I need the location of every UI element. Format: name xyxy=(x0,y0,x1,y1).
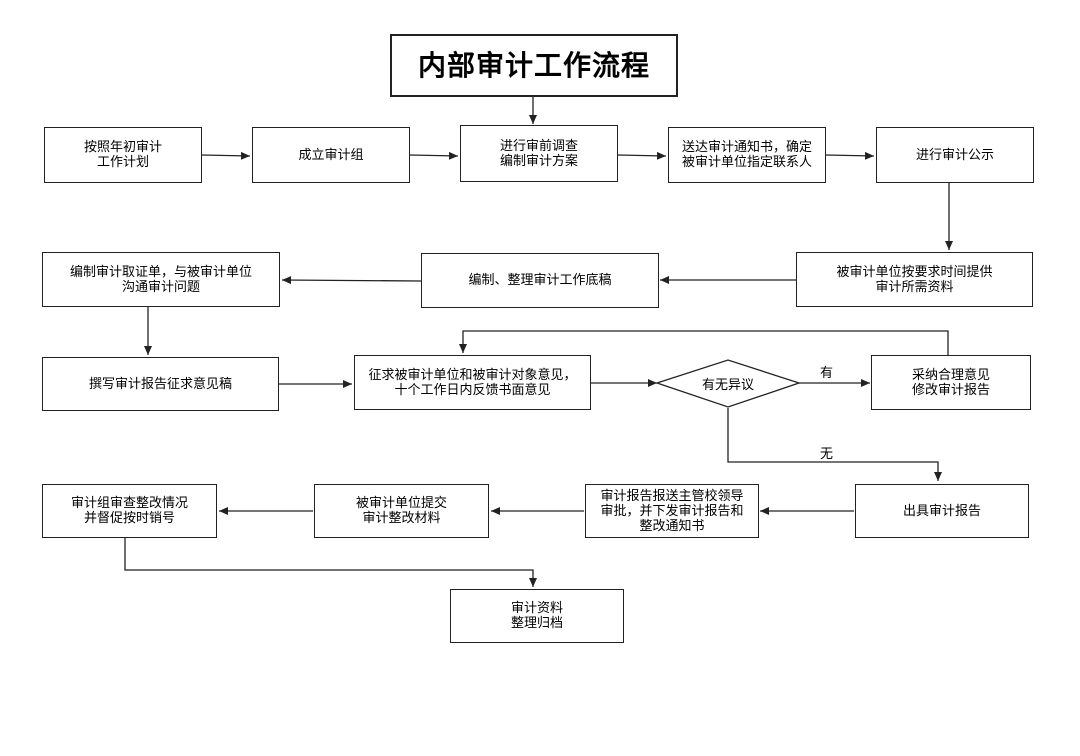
step-annual-plan-label: 按照年初审计 工作计划 xyxy=(83,140,162,170)
step-audit-notice: 送达审计通知书，确定 被审计单位指定联系人 xyxy=(668,127,826,183)
edge-label-yes: 有 xyxy=(820,366,834,381)
step-leader-approval: 审计报告报送主管校领导 审批，并下发审计报告和 整改通知书 xyxy=(585,484,759,538)
step-issue-report: 出具审计报告 xyxy=(855,484,1029,538)
step-evidence-sheet-label: 编制审计取证单，与被审计单位 沟通审计问题 xyxy=(69,264,252,295)
step-draft-report: 撰写审计报告征求意见稿 xyxy=(42,357,279,411)
step-draft-report-label: 撰写审计报告征求意见稿 xyxy=(88,376,232,392)
edge-notice-to-publicity xyxy=(825,151,875,160)
step-review-rectification-label: 审计组审查整改情况 并督促按时销号 xyxy=(70,496,188,526)
step-audit-notice-label: 送达审计通知书，确定 被审计单位指定联系人 xyxy=(681,140,812,170)
step-provide-materials-label: 被审计单位按要求时间提供 审计所需资料 xyxy=(836,264,993,295)
edge-decision-no-to-issue xyxy=(727,408,942,481)
step-audit-publicity: 进行审计公示 xyxy=(876,127,1034,183)
decision-objection: 有无异议 xyxy=(657,360,799,407)
step-solicit-opinions: 征求被审计单位和被审计对象意见， 十个工作日内反馈书面意见 xyxy=(354,355,591,410)
flowchart-title: 内部审计工作流程 xyxy=(390,34,678,97)
edge-survey-to-notice xyxy=(617,151,667,160)
decision-diamond xyxy=(654,359,802,408)
step-review-rectification: 审计组审查整改情况 并督促按时销号 xyxy=(42,484,217,538)
step-form-audit-team-label: 成立审计组 xyxy=(298,147,364,163)
flowchart-title-text: 内部审计工作流程 xyxy=(417,49,650,82)
step-annual-plan: 按照年初审计 工作计划 xyxy=(44,127,202,183)
step-audit-publicity-label: 进行审计公示 xyxy=(915,147,994,163)
step-workpapers: 编制、整理审计工作底稿 xyxy=(421,253,659,308)
step-leader-approval-label: 审计报告报送主管校领导 审批，并下发审计报告和 整改通知书 xyxy=(600,488,744,534)
step-submit-rectification: 被审计单位提交 审计整改材料 xyxy=(314,484,489,538)
decision-objection-label: 有无异议 xyxy=(701,378,754,393)
step-submit-rectification-label: 被审计单位提交 审计整改材料 xyxy=(355,496,447,526)
step-archive-label: 审计资料 整理归档 xyxy=(510,601,563,631)
edge-plan-to-team xyxy=(201,151,251,160)
step-provide-materials: 被审计单位按要求时间提供 审计所需资料 xyxy=(796,252,1033,307)
edge-revise-loop-to-opinions xyxy=(459,330,949,355)
edge-label-no: 无 xyxy=(820,447,834,462)
edge-workpapers-to-evidence xyxy=(281,276,422,285)
step-workpapers-label: 编制、整理审计工作底稿 xyxy=(468,273,612,288)
step-archive: 审计资料 整理归档 xyxy=(450,589,624,643)
step-evidence-sheet: 编制审计取证单，与被审计单位 沟通审计问题 xyxy=(42,252,280,307)
step-revise-report: 采纳合理意见 修改审计报告 xyxy=(871,355,1031,410)
step-pre-audit-survey-label: 进行审前调查 编制审计方案 xyxy=(499,138,578,169)
step-form-audit-team: 成立审计组 xyxy=(252,127,410,183)
step-pre-audit-survey: 进行审前调查 编制审计方案 xyxy=(460,125,618,182)
step-revise-report-label: 采纳合理意见 修改审计报告 xyxy=(911,367,990,398)
edge-team-to-survey xyxy=(409,151,459,160)
step-issue-report-label: 出具审计报告 xyxy=(902,503,981,519)
edge-review-to-archive xyxy=(124,538,537,587)
step-solicit-opinions-label: 征求被审计单位和被审计对象意见， 十个工作日内反馈书面意见 xyxy=(368,367,577,398)
